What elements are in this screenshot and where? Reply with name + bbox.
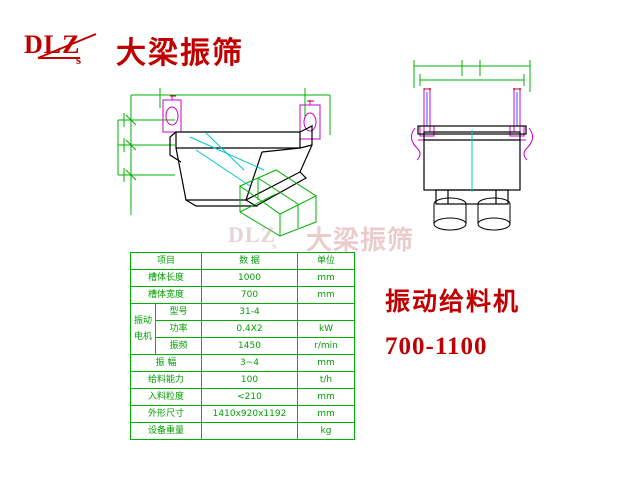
header-data: 数 据 — [201, 252, 298, 270]
product-model: 700-1100 — [385, 333, 488, 360]
row-group-label: 振动电机 — [130, 303, 156, 355]
row-subvalue: 功率 — [155, 320, 202, 338]
table-row: 振频 1450 r/min — [131, 337, 355, 355]
spec-table: 项目 数 据 单位 槽体长度 1000 mm 槽体宽度 700 mm 振动电机 … — [130, 252, 355, 440]
row-value — [201, 422, 298, 440]
motor-bracket-left — [162, 95, 182, 133]
row-value: 100 — [201, 371, 298, 389]
row-value: 1450 — [201, 337, 298, 355]
header-unit: 单位 — [297, 252, 355, 270]
row-value: 3~4 — [201, 354, 298, 372]
logo-sub-text: s — [76, 52, 82, 67]
motor-bracket-right — [299, 100, 321, 140]
logo-slash-icon — [37, 33, 97, 59]
header-item: 项目 — [130, 252, 202, 270]
row-unit — [297, 303, 355, 321]
row-value: <210 — [201, 388, 298, 406]
table-header-row: 项目 数 据 单位 — [130, 252, 355, 270]
row-value: 700 — [201, 286, 298, 304]
vibration-motors — [433, 197, 511, 231]
row-unit: mm — [297, 269, 355, 287]
table-row: 外形尺寸 1410x920x1192 mm — [130, 405, 355, 423]
row-label: 槽体宽度 — [130, 286, 202, 304]
watermark-brand-text: 大梁振筛 — [306, 226, 415, 256]
side-view-centerlines — [189, 132, 265, 187]
watermark-sub-text: s — [272, 240, 277, 252]
front-hanger-right — [509, 88, 533, 161]
row-value: 1000 — [201, 269, 298, 287]
front-hanger-left — [411, 88, 435, 161]
front-hanger-springs — [426, 92, 518, 126]
row-label: 设备重量 — [130, 422, 202, 440]
row-label: 外形尺寸 — [130, 405, 202, 423]
watermark: DLZ s 大梁振筛 — [228, 222, 448, 262]
company-logo: DLZ s 大梁振筛 — [24, 30, 254, 75]
table-row: 给料能力 100 t/h — [130, 371, 355, 389]
logo-brand-text: 大梁振筛 — [116, 36, 244, 71]
row-label: 给料能力 — [130, 371, 202, 389]
table-row: 入料粒度 <210 mm — [130, 388, 355, 406]
row-unit: mm — [297, 354, 355, 372]
discharge-chute — [238, 169, 318, 237]
row-unit: t/h — [297, 371, 355, 389]
row-label: 振 幅 — [130, 354, 202, 372]
side-view-dimension-lines — [117, 88, 331, 215]
row-unit: r/min — [297, 337, 355, 355]
side-view-red-marks — [170, 95, 314, 102]
row-value: 31-4 — [201, 303, 298, 321]
row-label: 入料粒度 — [130, 388, 202, 406]
row-unit: mm — [297, 405, 355, 423]
trough-body-outline — [169, 125, 313, 207]
row-subvalue: 型号 — [155, 303, 202, 321]
row-subvalue: 振频 — [155, 337, 202, 355]
row-unit: kW — [297, 320, 355, 338]
product-title: 振动给料机 — [385, 287, 521, 316]
table-row: 槽体长度 1000 mm — [130, 269, 355, 287]
row-value: 0.4X2 — [201, 320, 298, 338]
front-view-dimension-lines — [413, 60, 531, 92]
table-row: 振动电机 型号 31-4 — [130, 303, 355, 355]
table-row: 振 幅 3~4 mm — [130, 354, 355, 372]
row-unit: mm — [297, 388, 355, 406]
table-row: 设备重量 kg — [130, 422, 355, 440]
row-unit: kg — [297, 422, 355, 440]
row-unit: mm — [297, 286, 355, 304]
row-label: 槽体长度 — [130, 269, 202, 287]
watermark-mark-text: DLZ — [228, 222, 277, 247]
row-value: 1410x920x1192 — [201, 405, 298, 423]
table-row: 功率 0.4X2 kW — [131, 320, 355, 338]
table-row: 槽体宽度 700 mm — [130, 286, 355, 304]
